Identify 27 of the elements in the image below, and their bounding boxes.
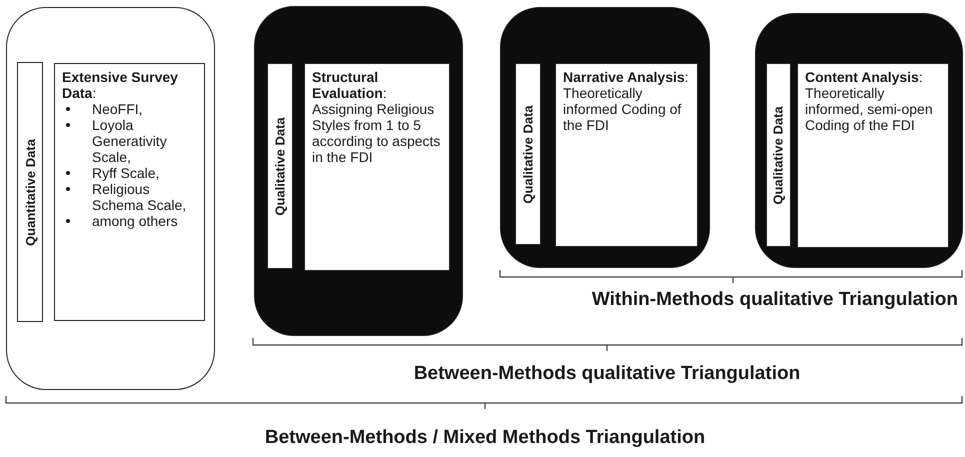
method-box bbox=[555, 63, 698, 247]
rounded-panel bbox=[6, 7, 215, 390]
data-type-label: Qualitative Data bbox=[771, 106, 786, 204]
list-item: Ryff Scale, bbox=[92, 165, 160, 181]
method-description: Structural Evaluation: Assigning Religious Styles from 1 to 5 according to aspects in the FDI bbox=[312, 69, 442, 165]
bracket-label: Between-Methods qualitative Triangulation bbox=[414, 363, 800, 385]
bracket-label: Between-Methods / Mixed Methods Triangulation bbox=[264, 427, 706, 449]
list-item: Loyola Generativity Scale, bbox=[92, 117, 167, 165]
data-type-label: Quantitative Data bbox=[22, 138, 38, 246]
method-box bbox=[797, 63, 949, 248]
method-description: Narrative Analysis: Theoretically informed Coding of the FDI bbox=[563, 69, 690, 133]
data-type-label: Qualitative Data bbox=[272, 116, 288, 216]
data-type-box bbox=[267, 63, 293, 269]
data-type-box bbox=[17, 62, 43, 322]
rounded-panel bbox=[500, 7, 710, 268]
method-box bbox=[304, 63, 450, 271]
bracket-label: Within-Methods qualitative Triangulation bbox=[592, 289, 958, 311]
data-type-box bbox=[766, 63, 791, 247]
data-type-label: Qualitative Data bbox=[520, 104, 536, 204]
list-item: NeoFFI, bbox=[92, 101, 143, 117]
list-item: among others bbox=[92, 213, 178, 229]
rounded-panel bbox=[254, 6, 463, 336]
method-box bbox=[54, 63, 205, 321]
method-description: Content Analysis: Theoretically informed, semi-open Coding of the FDI bbox=[805, 69, 934, 133]
data-type-box bbox=[515, 63, 541, 245]
rounded-panel bbox=[755, 13, 963, 268]
method-description: Extensive Survey Data: bbox=[62, 69, 179, 101]
